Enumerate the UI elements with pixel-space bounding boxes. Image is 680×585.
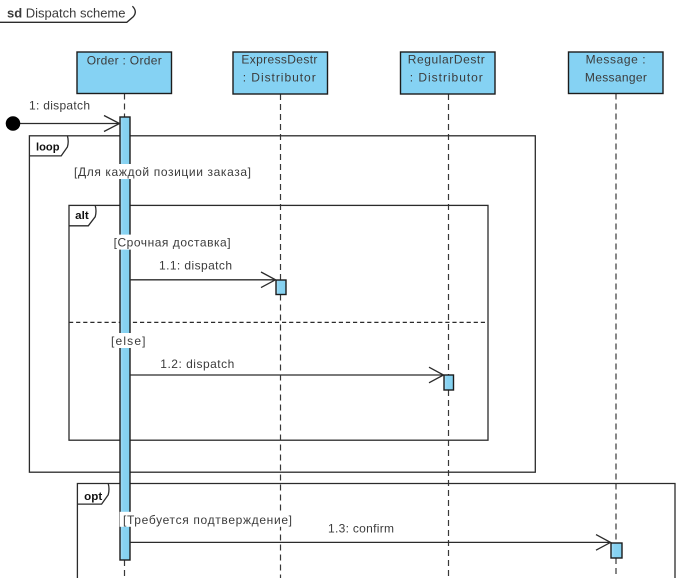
svg-text:alt: alt [75,210,89,222]
svg-text:Messanger: Messanger [585,70,647,84]
svg-text:1.3: confirm: 1.3: confirm [328,521,394,535]
svg-text:1.2: dispatch: 1.2: dispatch [160,357,234,371]
svg-text:Order : Order: Order : Order [87,53,162,67]
svg-text:ExpressDestr: ExpressDestr [241,53,317,67]
svg-text:Message :: Message : [586,53,646,67]
svg-text:[else]: [else] [111,334,146,348]
svg-text:[Для каждой позиции заказа]: [Для каждой позиции заказа] [74,165,251,179]
svg-text:: Distributor: : Distributor [243,70,316,84]
svg-text:1: dispatch: 1: dispatch [29,99,90,113]
svg-text:sd Dispatch scheme: sd Dispatch scheme [7,5,126,20]
svg-text:RegularDestr: RegularDestr [408,53,485,67]
svg-text:loop: loop [36,141,60,153]
svg-text:1.1: dispatch: 1.1: dispatch [159,259,232,273]
svg-text:opt: opt [84,491,102,503]
svg-text:[Срочная доставка]: [Срочная доставка] [114,236,231,250]
svg-text:[Требуется подтверждение]: [Требуется подтверждение] [123,513,292,527]
svg-text:: Distributor: : Distributor [410,70,483,84]
